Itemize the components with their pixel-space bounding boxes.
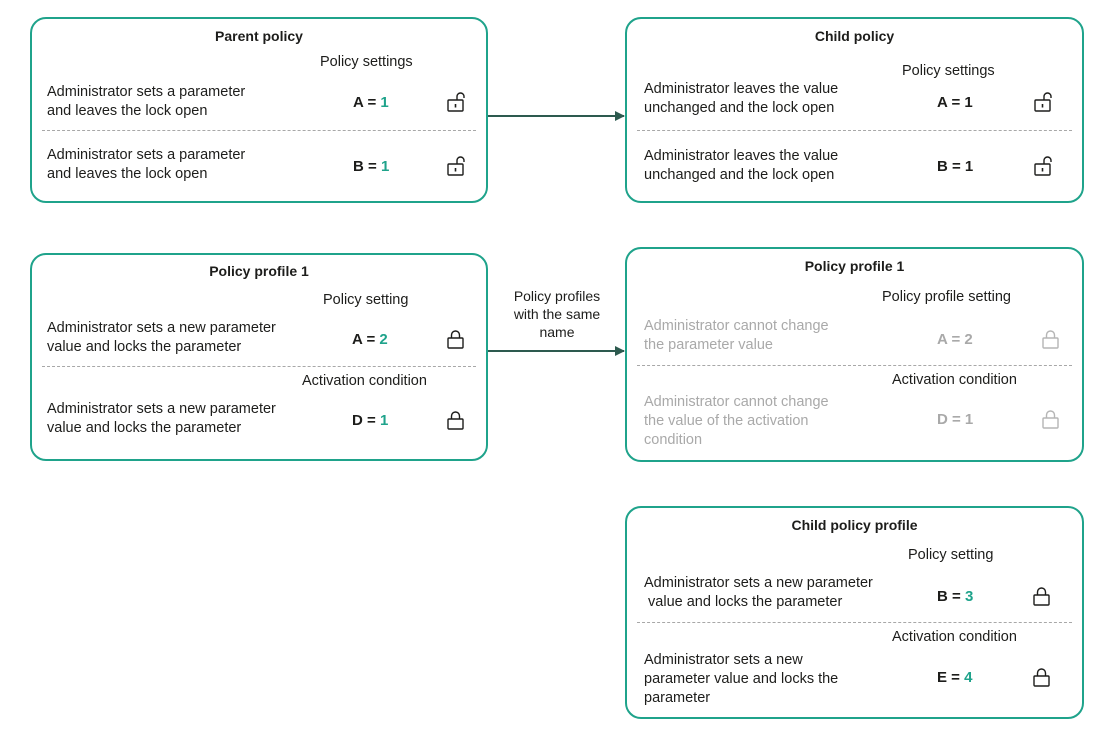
- section-label: Activation condition: [892, 372, 1017, 388]
- child-policy-profile-box: Child policy profile Policy setting Admi…: [625, 506, 1084, 719]
- connector-label-line: Policy profiles: [513, 288, 601, 304]
- section-label: Policy setting: [323, 292, 409, 308]
- connector-label-line: name: [539, 324, 575, 340]
- row-description: Administrator cannot change the paramete…: [644, 317, 829, 355]
- lock-closed-icon: [1042, 330, 1059, 349]
- row-desc-line: and leaves the lock open: [47, 103, 208, 119]
- lock-open-icon: [1034, 156, 1052, 176]
- row-desc-line: condition: [644, 432, 703, 448]
- parameter-value: D = 1: [352, 412, 388, 429]
- lock-closed-icon: [1033, 587, 1050, 606]
- row-description: Administrator sets a new parameter value…: [644, 651, 838, 708]
- lock-closed-icon: [1033, 668, 1050, 687]
- connector-label: Policy profiles with the same name: [497, 287, 617, 341]
- parent-policy-box: Parent policy Policy settings Administra…: [30, 17, 488, 203]
- row-description: Administrator sets a new parameter value…: [644, 574, 873, 612]
- row-desc-line: and leaves the lock open: [47, 166, 208, 182]
- parameter-key: A =: [352, 331, 380, 348]
- section-label: Policy profile setting: [882, 289, 1011, 305]
- box-title: Child policy profile: [791, 517, 918, 533]
- policy-profile-left-box: Policy profile 1 Policy setting Administ…: [30, 253, 488, 461]
- section-label: Activation condition: [892, 629, 1017, 645]
- parameter-number: 4: [964, 669, 973, 686]
- box-title: Policy profile 1: [209, 263, 309, 279]
- lock-closed-icon: [447, 411, 464, 430]
- row-desc-line: value and locks the parameter: [47, 420, 242, 436]
- parameter-value: D = 1: [937, 411, 974, 428]
- policy-profile-right-box: Policy profile 1 Policy profile setting …: [625, 247, 1084, 462]
- parameter-value: A = 1: [937, 94, 973, 111]
- row-desc-line: unchanged and the lock open: [644, 167, 835, 183]
- row-desc-line: Administrator leaves the value: [644, 148, 839, 164]
- row-desc-line: the value of the activation: [644, 413, 809, 429]
- connector-label-line: with the same: [513, 306, 601, 322]
- box-title: Policy profile 1: [804, 258, 905, 274]
- row-desc-line: the parameter value: [644, 337, 773, 353]
- row-desc-line: value and locks the parameter: [47, 339, 242, 355]
- lock-open-icon: [447, 92, 465, 112]
- section-label: Activation condition: [302, 373, 427, 389]
- row-desc-line: Administrator leaves the value: [644, 81, 839, 97]
- section-label: Policy setting: [908, 547, 994, 563]
- row-desc-line: Administrator cannot change: [644, 394, 829, 410]
- section-label: Policy settings: [320, 54, 413, 70]
- row-desc-line: Administrator sets a new parameter: [47, 320, 276, 336]
- parameter-value: E = 4: [937, 669, 972, 686]
- lock-open-icon: [447, 156, 465, 176]
- child-policy-box: Child policy Policy settings Administrat…: [625, 17, 1084, 203]
- parameter-key: E =: [937, 669, 965, 686]
- parameter-value: B = 3: [937, 588, 973, 605]
- row-desc-line: Administrator sets a parameter: [47, 147, 246, 163]
- parameter-number: 1: [380, 94, 389, 111]
- row-desc-line: Administrator sets a new parameter: [644, 575, 873, 591]
- row-desc-line: parameter value and locks the: [644, 671, 839, 687]
- row-description: Administrator cannot change the value of…: [644, 393, 829, 450]
- section-label: Policy settings: [902, 63, 995, 79]
- divider: [637, 130, 1072, 131]
- parameter-key: D =: [352, 412, 380, 429]
- parameter-number: 1: [379, 412, 389, 429]
- box-title: Child policy: [814, 28, 895, 44]
- lock-closed-icon: [447, 330, 464, 349]
- row-description: Administrator sets a new parameter value…: [47, 400, 276, 438]
- divider: [42, 130, 476, 131]
- parameter-number: 3: [964, 588, 974, 605]
- row-description: Administrator sets a parameter and leave…: [47, 146, 245, 184]
- row-description: Administrator leaves the value unchanged…: [644, 147, 838, 185]
- row-desc-line: value and locks the parameter: [644, 594, 843, 610]
- row-description: Administrator sets a parameter and leave…: [47, 83, 245, 121]
- parameter-value: A = 2: [352, 331, 388, 348]
- row-desc-line: Administrator sets a parameter: [47, 84, 246, 100]
- divider: [42, 366, 476, 367]
- parameter-value: A = 2: [937, 331, 973, 348]
- row-desc-line: unchanged and the lock open: [644, 100, 835, 116]
- parameter-key: B =: [937, 588, 965, 605]
- parameter-key: B =: [353, 158, 381, 175]
- row-desc-line: Administrator sets a new: [644, 652, 803, 668]
- row-desc-line: Administrator sets a new parameter: [47, 401, 276, 417]
- lock-closed-icon: [1042, 410, 1059, 429]
- parameter-number: 1: [380, 158, 390, 175]
- parameter-value: B = 1: [353, 158, 389, 175]
- parameter-value: B = 1: [937, 158, 974, 175]
- lock-open-icon: [1034, 92, 1052, 112]
- row-desc-line: parameter: [644, 690, 711, 706]
- parameter-number: 2: [379, 331, 388, 348]
- parameter-key: A =: [353, 94, 381, 111]
- divider: [637, 365, 1072, 366]
- row-description: Administrator sets a new parameter value…: [47, 319, 276, 357]
- box-title: Parent policy: [215, 28, 303, 44]
- row-description: Administrator leaves the value unchanged…: [644, 80, 838, 118]
- parameter-value: A = 1: [353, 94, 389, 111]
- divider: [637, 622, 1072, 623]
- row-desc-line: Administrator cannot change: [644, 318, 829, 334]
